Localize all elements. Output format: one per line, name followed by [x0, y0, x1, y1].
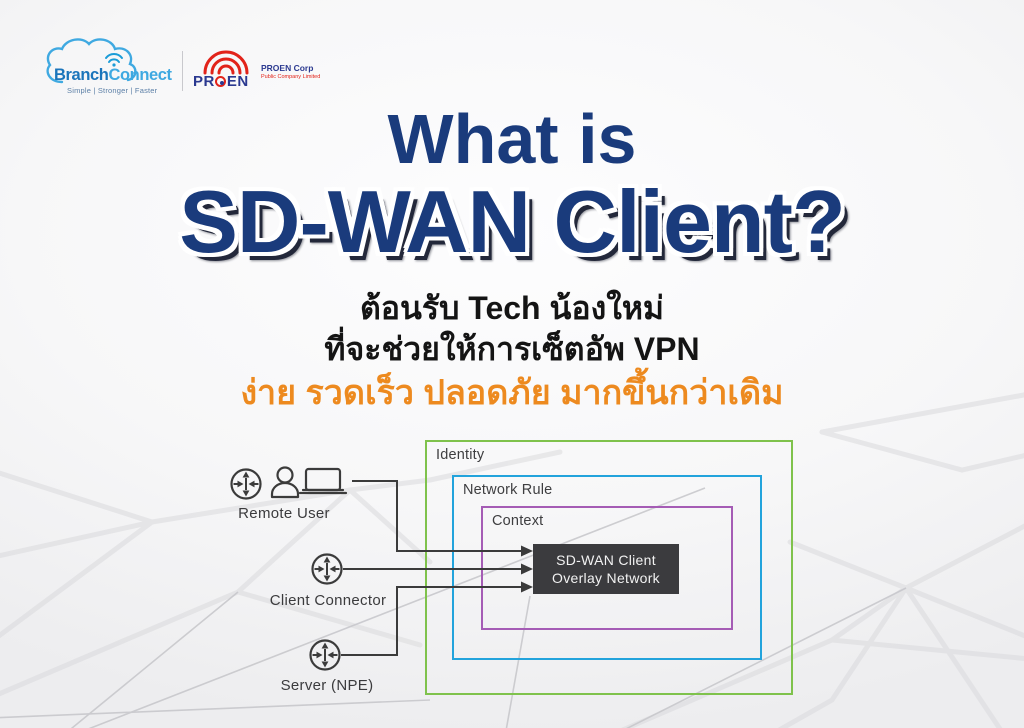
proen-letters-left: PR — [193, 73, 215, 90]
signal-arcs-icon — [203, 50, 249, 75]
subtitle-line-3-highlight: ง่าย รวดเร็ว ปลอดภัย มากขึ้นกว่าเดิม — [240, 373, 784, 412]
proen-company-subtitle: Public Company Limited — [261, 73, 321, 80]
proen-letters: PR EN — [193, 73, 249, 90]
subtitle-line-1: ต้อนรับ Tech น้องใหม่ — [360, 290, 664, 326]
node-label-remote-user: Remote User — [238, 505, 330, 522]
header-logos: BranchConnect Simple | Stronger | Faster… — [46, 38, 320, 102]
title-line-1: What is — [387, 100, 637, 178]
branchconnect-wordmark: BranchConnect — [54, 66, 172, 85]
identity-label: Identity — [436, 447, 485, 463]
network-rule-label: Network Rule — [463, 482, 553, 498]
proen-company-name: PROEN Corp — [261, 62, 314, 73]
proen-logo: PR EN PROEN Corp Public Company Limited — [193, 40, 320, 102]
arrowhead-icon — [521, 581, 533, 593]
subtitle-line-2: ที่จะช่วยให้การเซ็ตอัพ VPN — [324, 330, 700, 367]
branchconnect-logo: BranchConnect Simple | Stronger | Faster — [46, 38, 172, 102]
node-label-client-connector: Client Connector — [269, 592, 387, 609]
proen-letters-right: EN — [226, 73, 249, 90]
node-label-server-npe: Server (NPE) — [280, 677, 374, 694]
core-box-line-1: SD-WAN Client — [556, 551, 656, 568]
brand-part2: Connect — [108, 66, 172, 84]
cloud-icon — [46, 38, 137, 84]
router-icon-server — [309, 639, 341, 671]
arrowhead-icon — [521, 563, 533, 575]
branchconnect-tagline: Simple | Stronger | Faster — [67, 86, 158, 95]
wire-server — [341, 586, 522, 656]
identity-boundary-box: Identity — [425, 440, 793, 695]
router-icon-remote-user — [230, 468, 262, 500]
context-label: Context — [492, 513, 544, 529]
core-box-line-2: Overlay Network — [552, 570, 660, 586]
proen-wordmark: PR EN — [193, 47, 259, 95]
network-rule-boundary-box: Network Rule — [452, 475, 762, 660]
logo-divider — [182, 51, 183, 91]
wire-remote-user — [352, 480, 522, 552]
subtitle: ต้อนรับ Tech น้องใหม่ ที่จะช่วยให้การเซ็… — [0, 288, 1024, 415]
proen-o-target-icon — [215, 76, 227, 87]
brand-part1: Branch — [54, 66, 109, 84]
sdwan-overlay-network-box: SD-WAN Client Overlay Network — [533, 544, 679, 594]
router-icon-client-connector — [311, 553, 343, 585]
user-icon — [270, 466, 300, 499]
headline: What is SD-WAN Client? — [0, 104, 1024, 266]
laptop-icon — [298, 467, 348, 495]
title-line-2: SD-WAN Client? — [179, 172, 846, 271]
proen-text-block: PROEN Corp Public Company Limited — [261, 63, 320, 80]
arrowhead-icon — [521, 545, 533, 557]
